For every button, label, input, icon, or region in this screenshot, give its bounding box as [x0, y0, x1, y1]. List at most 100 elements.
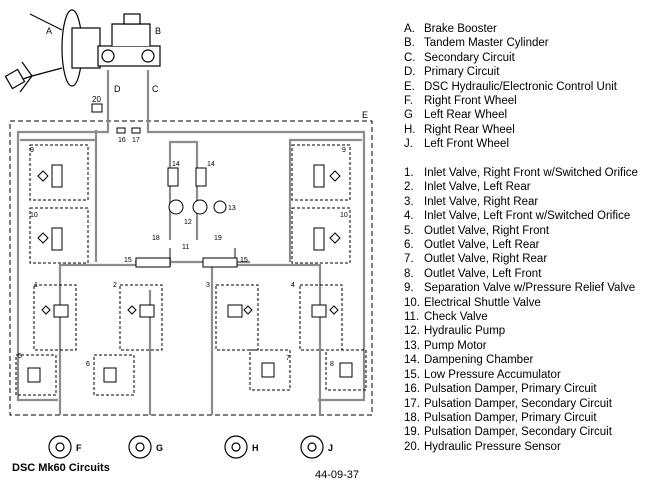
- legend-key: 6.: [404, 239, 414, 252]
- label-13: 13: [228, 205, 236, 212]
- legend-text: Outlet Valve, Right Front: [424, 224, 550, 237]
- legend-key: A.: [404, 23, 415, 35]
- pump-assembly: 14 14 12 13 18 19 11: [152, 161, 236, 251]
- legend-key: 4.: [404, 210, 414, 223]
- legend-text: Right Rear Wheel: [424, 123, 515, 136]
- legend-item: 12.Hydraulic Pump: [404, 324, 638, 338]
- legend-key: 10.: [404, 296, 420, 309]
- label-C: C: [152, 84, 159, 94]
- legend-text: Secondary Circuit: [424, 51, 515, 64]
- legend-item: 13.Pump Motor: [404, 339, 638, 353]
- label-7: 7: [286, 355, 290, 362]
- label-E: E: [362, 110, 368, 120]
- label-11: 11: [182, 244, 189, 251]
- legend-text: Pump Motor: [424, 339, 487, 352]
- legend-text: Inlet Valve, Right Rear: [424, 195, 539, 208]
- legend-text: Pulsation Damper, Secondary Circuit: [424, 426, 612, 439]
- legend-key: F.: [404, 95, 413, 108]
- legend-text: Tandem Master Cylinder: [424, 37, 549, 50]
- label-4: 4: [291, 282, 295, 289]
- legend-item: 11.Check Valve: [404, 310, 638, 324]
- legend-item: F. Right Front Wheel: [404, 94, 617, 108]
- legend-text: Right Front Wheel: [424, 95, 517, 108]
- legend-text: Left Front Wheel: [424, 138, 510, 151]
- wheel-brakes: [48, 435, 324, 459]
- legend-key: 2.: [404, 181, 414, 194]
- legend-key: 17.: [404, 397, 420, 410]
- legend-text: Inlet Valve, Right Front w/Switched Orif…: [424, 167, 638, 179]
- pulsation-dampers-top: 16 17: [116, 127, 141, 144]
- legend-item: 1.Inlet Valve, Right Front w/Switched Or…: [404, 166, 638, 180]
- legend-item: 19.Pulsation Damper, Secondary Circuit: [404, 425, 638, 439]
- legend-text: Inlet Valve, Left Front w/Switched Orifi…: [424, 210, 631, 223]
- legend-item: 10. Electrical Shuttle Valve: [404, 296, 638, 310]
- legend-key: 12.: [404, 325, 420, 338]
- label-12: 12: [184, 219, 192, 226]
- label-8: 8: [330, 361, 334, 368]
- legend-item: 2. Inlet Valve, Left Rear: [404, 180, 638, 194]
- legend-text: Electrical Shuttle Valve: [424, 296, 541, 309]
- label-10-right: 10: [340, 212, 348, 219]
- legend-key: 9.: [404, 282, 414, 295]
- legend-key: 20.: [404, 440, 420, 453]
- legend-item: E.DSC Hydraulic/Electronic Control Unit: [404, 80, 617, 94]
- valve-groups: [15, 144, 367, 396]
- label-5: 5: [18, 353, 22, 360]
- legend-key: 3.: [404, 195, 414, 208]
- label-F: F: [76, 443, 82, 453]
- legend-text: Separation Valve w/Pressure Relief Valve: [424, 282, 636, 295]
- legend-text: Outlet Valve, Left Front: [424, 267, 542, 280]
- label-G: G: [156, 443, 163, 453]
- legend-item: 9. Separation Valve w/Pressure Relief Val…: [404, 281, 638, 295]
- valve-symbols: [27, 164, 353, 383]
- control-unit-boundary: [9, 120, 373, 416]
- label-15-left: 15: [124, 257, 132, 264]
- legend-text: Low Pressure Accumulator: [424, 368, 561, 381]
- legend-key: 16.: [404, 383, 420, 396]
- label-2: 2: [113, 282, 117, 289]
- legend-text: Pulsation Damper, Primary Circuit: [424, 383, 597, 396]
- label-10-left: 10: [30, 212, 38, 219]
- legend-item: 4. Inlet Valve, Left Front w/Switched Ori…: [404, 209, 638, 223]
- legend-key: 8.: [404, 267, 414, 280]
- legend-key: 15.: [404, 368, 420, 381]
- brake-booster: A: [29, 9, 101, 87]
- label-9-left: 9: [30, 147, 34, 154]
- hydraulic-circuit-diagram: A B D C E 20 16 17: [4, 9, 373, 459]
- label-15-right: 15: [240, 257, 248, 264]
- legend-item: 5.Outlet Valve, Right Front: [404, 224, 638, 238]
- valve-labels: 9 9 10 10 1 2 3 4 5 6 7 8: [18, 147, 348, 368]
- figure-code: 44-09-37: [315, 469, 360, 481]
- legend-key: C.: [404, 51, 416, 64]
- wheel-labels: F G H J: [76, 443, 333, 453]
- legend-key: 11.: [404, 311, 420, 324]
- brake-pedal: [4, 61, 63, 93]
- legend-item: 7. Outlet Valve, Right Rear: [404, 252, 638, 266]
- label-H: H: [252, 443, 259, 453]
- brake-lines: [16, 70, 366, 415]
- legend-text: Outlet Valve, Left Rear: [424, 239, 540, 252]
- legend-key: 18.: [404, 411, 420, 424]
- legend-item: 17. Pulsation Damper, Secondary Circuit: [404, 397, 638, 411]
- legend-item: J.Left Front Wheel: [404, 137, 617, 151]
- label-D: D: [114, 84, 121, 94]
- label-J: J: [328, 443, 333, 453]
- low-pressure-accumulators: 15 15: [124, 257, 248, 268]
- label-A: A: [46, 26, 52, 36]
- legend-item: A.Brake Booster: [404, 22, 617, 36]
- label-6: 6: [86, 361, 90, 368]
- label-17: 17: [132, 137, 140, 144]
- legend-item: 18.Pulsation Damper, Primary Circuit: [404, 411, 638, 425]
- legend-text: Inlet Valve, Left Rear: [424, 181, 531, 194]
- legend-key: 7.: [404, 253, 414, 266]
- figure-title: DSC Mk60 Circuits: [12, 462, 110, 474]
- legend-text: Pulsation Damper, Secondary Circuit: [424, 397, 612, 410]
- legend-text: Left Rear Wheel: [424, 109, 508, 122]
- label-14-right: 14: [207, 161, 215, 168]
- legend-text: Outlet Valve, Right Rear: [424, 253, 548, 266]
- legend-text: Hydraulic Pressure Sensor: [424, 440, 561, 453]
- legend-key: 14.: [404, 354, 420, 367]
- legend-item: D.Primary Circuit: [404, 65, 617, 79]
